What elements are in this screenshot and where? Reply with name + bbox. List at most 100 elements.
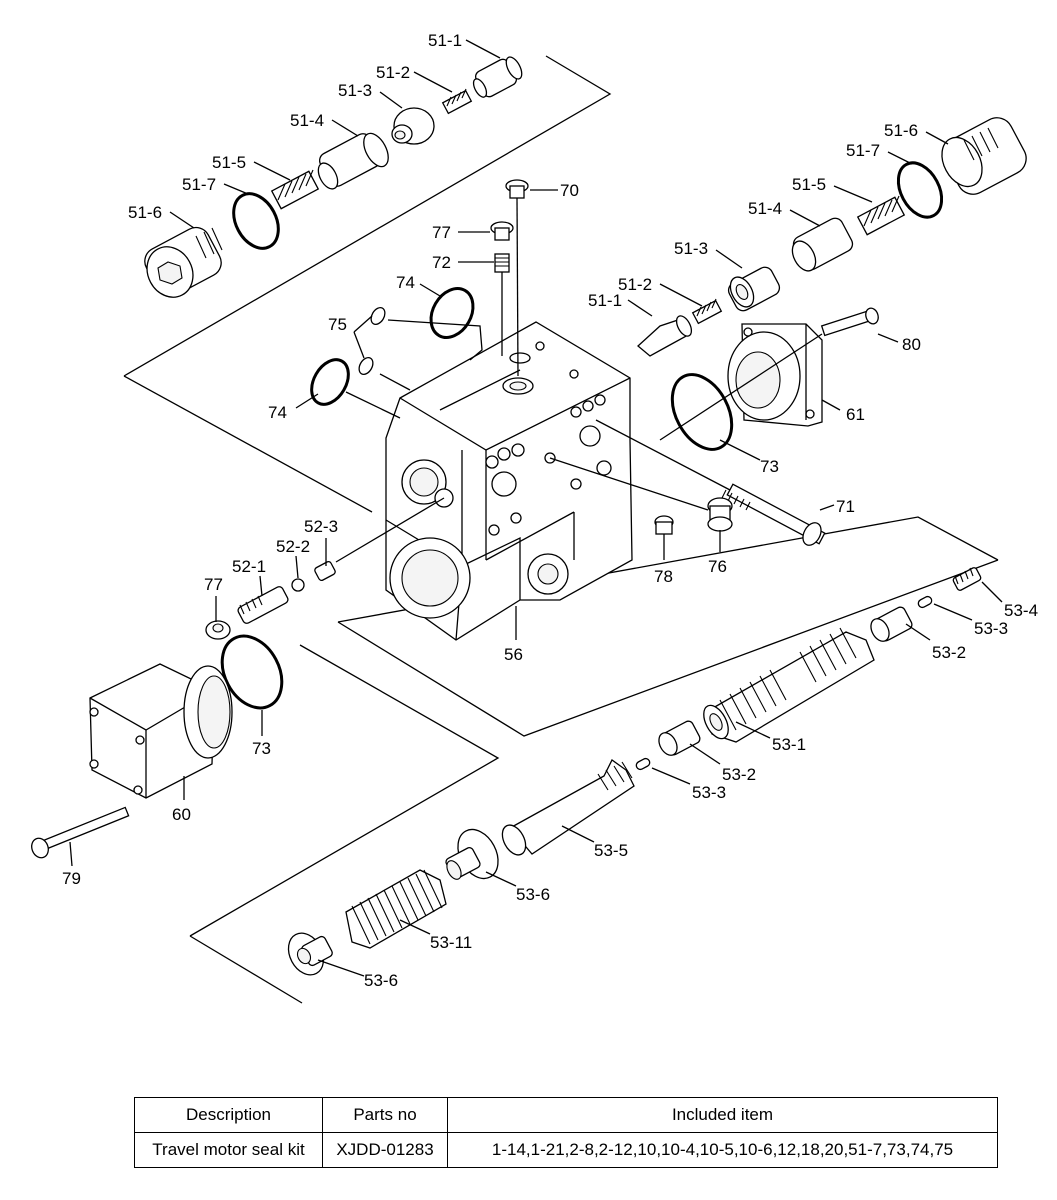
label-52-3: 52-3 [304,517,338,536]
label-52-2: 52-2 [276,537,310,556]
lower-assembly-frame-bottom [189,935,303,1004]
o-ring-51-7-upper [232,192,280,250]
spring-51-2-upper [441,88,473,115]
plug-77-top [490,221,514,241]
label-51-1-right: 51-1 [588,291,622,310]
o-ring-74-top [429,287,475,339]
cell-description: Travel motor seal kit [134,1132,323,1168]
label-53-2-upper: 53-2 [932,643,966,662]
exploded-parts-diagram: 51-1 51-2 51-3 51-4 51-5 51-7 51-6 51-6 … [31,31,1038,1004]
o-ring-75-b [358,356,374,376]
header-parts-no: Parts no [322,1097,448,1133]
header-included-item: Included item [447,1097,998,1133]
table-header-row: Description Parts no Included item [134,1097,998,1133]
bolt-71 [595,419,826,546]
plug-51-6-upper [144,226,223,298]
bolt-80 [659,307,879,441]
label-53-1: 53-1 [772,735,806,754]
label-78: 78 [654,567,673,586]
label-51-3-right: 51-3 [674,239,708,258]
retainer-53-6-upper [445,828,499,880]
label-60: 60 [172,805,191,824]
spool-53-1 [703,627,875,743]
o-ring-51-7-right [896,161,944,219]
valve-block-56 [385,321,633,641]
label-52-1: 52-1 [232,557,266,576]
lower-assembly-frame-top [189,644,500,937]
o-ring-75-guide [387,319,483,361]
label-73-left: 73 [252,739,271,758]
label-53-3-lower: 53-3 [692,783,726,802]
ball-52-2 [291,578,305,592]
sleeve-53-5 [501,759,635,856]
spacer-53-2-upper [870,606,913,642]
label-53-11: 53-11 [430,933,472,952]
label-77-left: 77 [204,575,223,594]
label-53-5: 53-5 [594,841,628,860]
label-51-1-upper: 51-1 [428,31,462,50]
label-51-4-upper: 51-4 [290,111,324,130]
retainer-53-6-lower [287,932,333,976]
label-51-4-right: 51-4 [748,199,782,218]
spring-51-5-upper [270,169,320,210]
poppet-51-1-right [637,315,693,357]
label-56: 56 [504,645,523,664]
label-53-4: 53-4 [1004,601,1038,620]
o-ring-75-guide-2 [379,373,411,391]
label-53-2-lower: 53-2 [722,765,756,784]
label-71: 71 [836,497,855,516]
plug-53-4 [952,567,982,591]
cover-61 [727,323,823,427]
label-79: 79 [62,869,81,888]
label-75: 75 [328,315,347,334]
label-51-2-right: 51-2 [618,275,652,294]
piston-52-1 [237,586,289,624]
motor-60 [89,663,233,799]
plug-51-6-right [941,117,1027,195]
plug-77-left [205,620,231,640]
label-51-5-upper: 51-5 [212,153,246,172]
spring-51-5-right [856,195,906,236]
cell-parts-no: XJDD-01283 [322,1132,448,1168]
plug-78 [654,515,674,535]
label-77-top: 77 [432,223,451,242]
label-51-7-right: 51-7 [846,141,880,160]
label-51-6-right: 51-6 [884,121,918,140]
seal-kit-table: Description Parts no Included item Trave… [134,1097,998,1168]
cell-included-item: 1-14,1-21,2-8,2-12,10,10-4,10-5,10-6,12,… [447,1132,998,1168]
plug-72 [494,253,510,356]
spring-53-11 [345,869,447,949]
bolt-79 [31,806,130,859]
label-74-left: 74 [268,403,287,422]
label-72: 72 [432,253,451,272]
label-51-2-upper: 51-2 [376,63,410,82]
part-labels: 51-1 51-2 51-3 51-4 51-5 51-7 51-6 51-6 … [62,31,1038,990]
plug-52-3 [314,497,445,581]
plug-70 [505,179,529,377]
poppet-51-1-upper [472,56,523,98]
piston-51-4-upper [317,132,389,190]
relief-cartridge-upper-right [637,117,1027,357]
piston-51-4-right [791,217,854,272]
table-row: Travel motor seal kit XJDD-01283 1-14,1-… [134,1132,998,1168]
label-70: 70 [560,181,579,200]
label-80: 80 [902,335,921,354]
upper-left-frame-bottom [123,375,373,513]
leader-lines [69,39,1003,977]
seat-51-3-upper [391,107,435,145]
o-ring-74-left [310,358,350,406]
spring-51-2-right [691,298,723,325]
label-51-6-upper: 51-6 [128,203,162,222]
o-ring-75-a [370,306,386,326]
pin-53-3-lower [635,757,651,771]
label-74-top: 74 [396,273,415,292]
plug-76 [549,457,733,532]
o-ring-73-left [220,634,284,710]
pin-53-3-upper [917,595,933,609]
label-51-7-upper: 51-7 [182,175,216,194]
label-73-right: 73 [760,457,779,476]
label-53-6-lower: 53-6 [364,971,398,990]
label-53-6-upper: 53-6 [516,885,550,904]
seat-51-3-right [727,266,781,312]
upper-left-assembly-frame [123,55,612,377]
